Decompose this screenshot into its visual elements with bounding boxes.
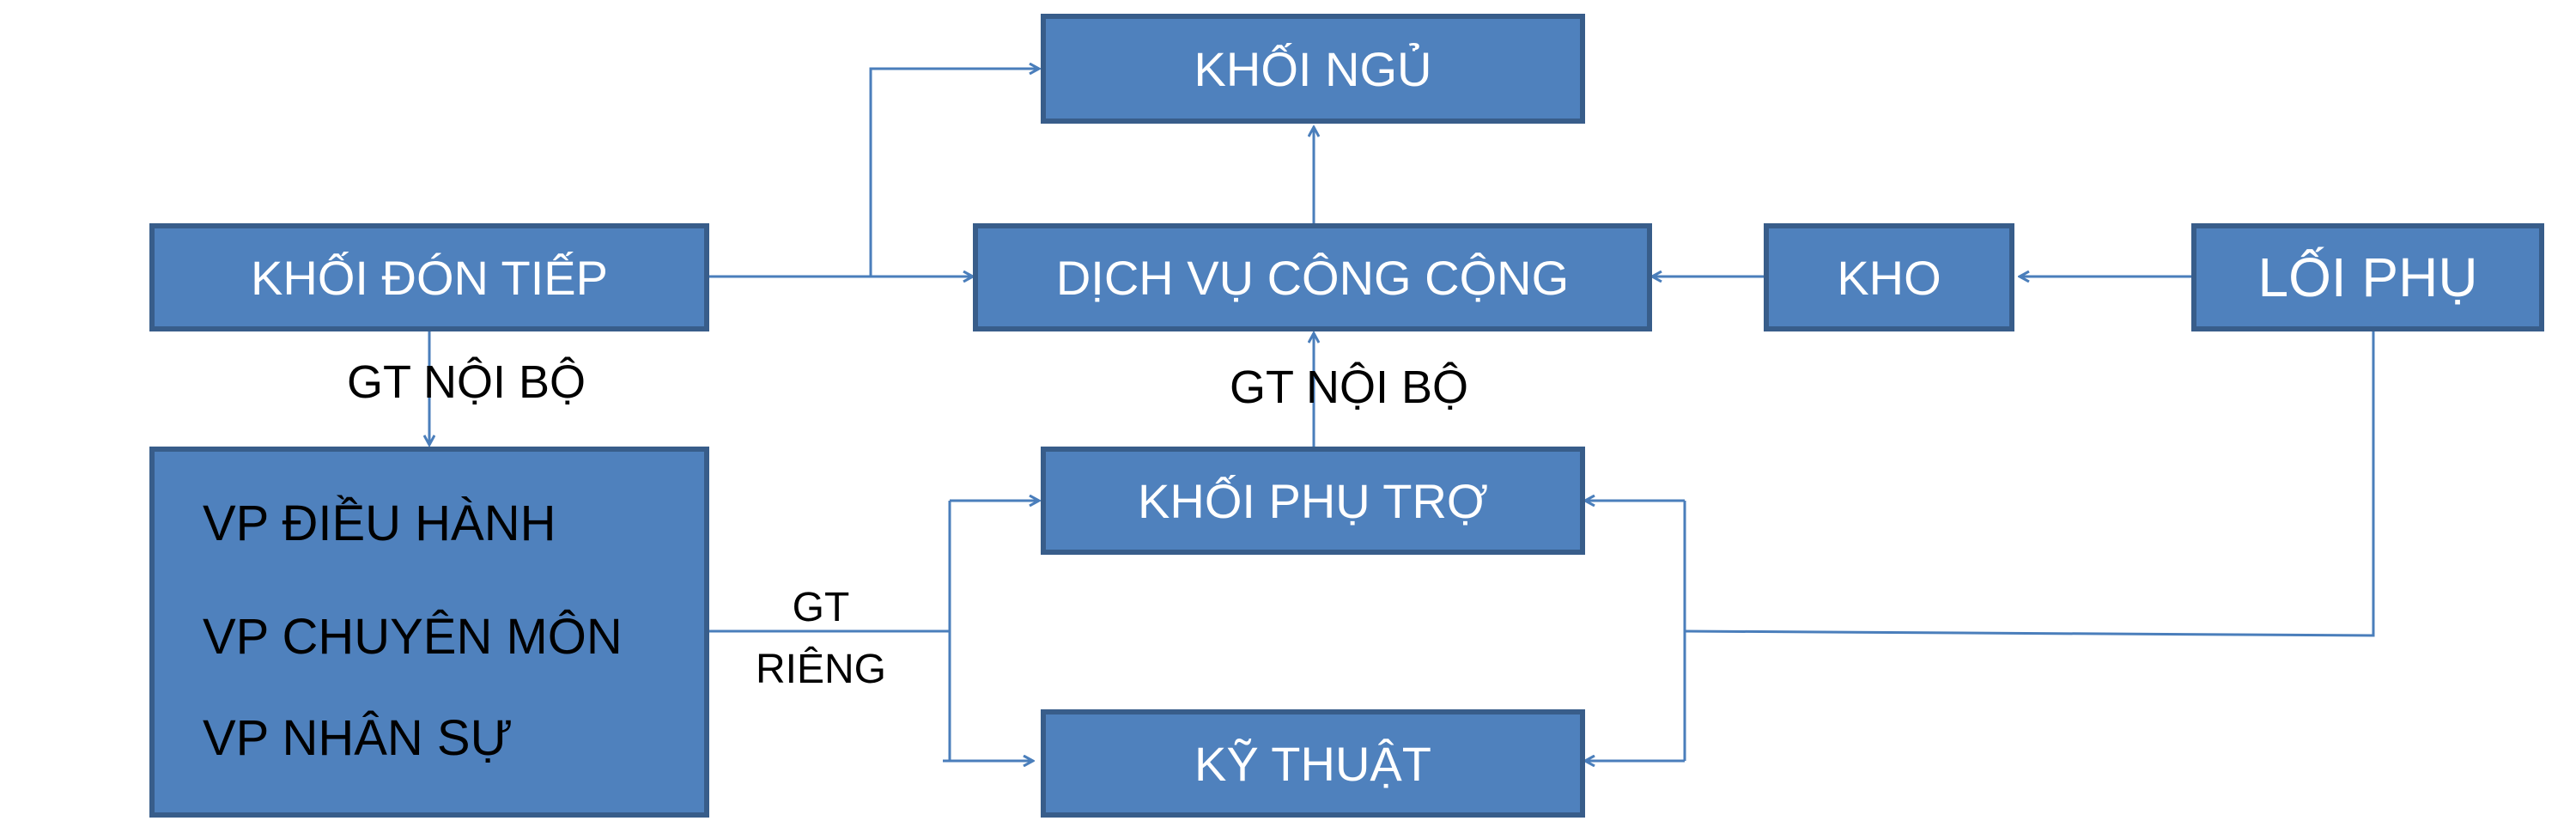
office-item-nhan-su: VP NHÂN SỰ: [203, 710, 513, 766]
label-gt-rieng-line2: RIÊNG: [755, 647, 886, 692]
edge-dontiep-to-khoingu: [869, 69, 1039, 277]
node-loi-phu: LỐI PHỤ: [2191, 223, 2544, 331]
node-khoi-don-tiep: KHỐI ĐÓN TIẾP: [149, 223, 709, 331]
office-item-dieu-hanh: VP ĐIỀU HÀNH: [203, 496, 556, 551]
label-gt-noi-bo-center: GT NỘI BỘ: [1230, 362, 1469, 413]
label-gt-rieng: GT RIÊNG: [744, 577, 898, 701]
node-khoi-phu-tro: KHỐI PHỤ TRỢ: [1041, 447, 1585, 555]
label-gt-rieng-line1: GT: [792, 585, 850, 630]
node-khoi-ngu: KHỐI NGỦ: [1041, 14, 1585, 124]
office-group: VP ĐIỀU HÀNH VP CHUYÊN MÔN VP NHÂN SỰ: [149, 447, 709, 818]
node-kho: KHO: [1764, 223, 2014, 331]
office-item-chuyen-mon: VP CHUYÊN MÔN: [203, 609, 623, 665]
node-ky-thuat: KỸ THUẬT: [1041, 709, 1585, 818]
label-gt-noi-bo-left: GT NỘI BỘ: [347, 356, 586, 408]
edge-loiphu-down: [1684, 331, 2375, 637]
node-dich-vu-cong-cong: DỊCH VỤ CÔNG CỘNG: [973, 223, 1652, 331]
